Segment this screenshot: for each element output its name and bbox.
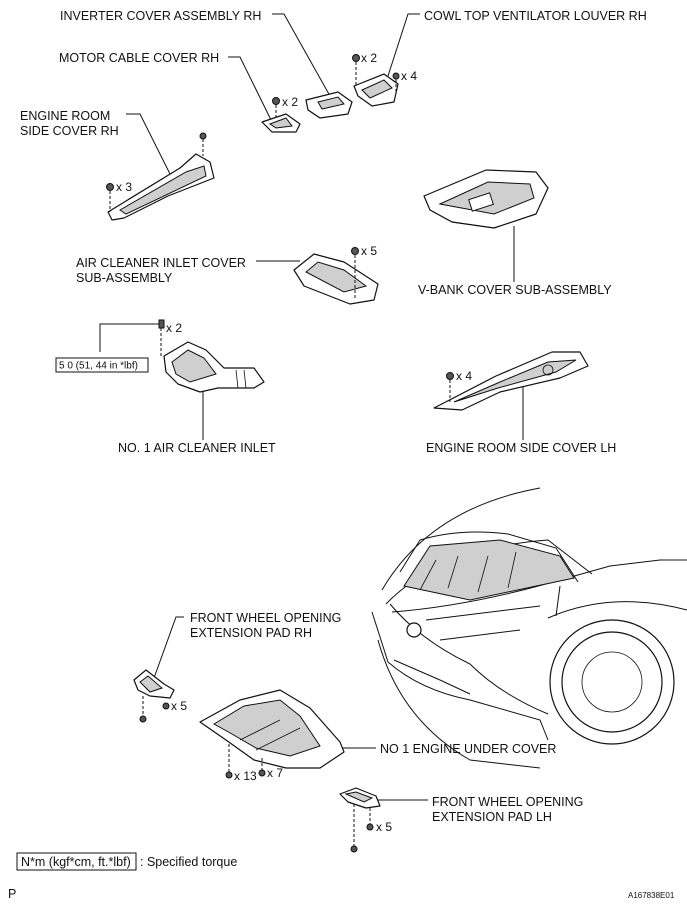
legend-text: : Specified torque bbox=[140, 855, 237, 869]
figure-code: A167838E01 bbox=[628, 891, 675, 900]
fwo-pad-lh-part bbox=[339, 787, 381, 853]
air-cleaner-inlet-part bbox=[158, 319, 265, 393]
count-inlet-cover: x 5 bbox=[361, 244, 377, 258]
label-engine-room-side-rh-line2: SIDE COVER RH bbox=[20, 124, 119, 138]
count-under-13: x 13 bbox=[234, 769, 257, 783]
count-cowl-clips: x 2 bbox=[361, 51, 377, 65]
engine-room-side-cover-rh-part bbox=[106, 132, 215, 221]
label-fwo-pad-rh-line2: EXTENSION PAD RH bbox=[190, 626, 312, 640]
label-motor-cable-cover: MOTOR CABLE COVER RH bbox=[59, 51, 219, 65]
label-fwo-pad-lh-line2: EXTENSION PAD LH bbox=[432, 810, 552, 824]
label-air-cleaner-inlet-cover-line1: AIR CLEANER INLET COVER bbox=[76, 256, 246, 270]
label-engine-room-side-rh-line1: ENGINE ROOM bbox=[20, 109, 110, 123]
legend-box bbox=[16, 852, 137, 871]
fwo-pad-rh-part bbox=[133, 669, 175, 723]
cowl-louver-part bbox=[352, 54, 400, 107]
torque-box bbox=[55, 357, 149, 373]
air-cleaner-inlet-cover-part bbox=[293, 247, 379, 305]
count-air-inlet: x 2 bbox=[166, 321, 182, 335]
count-pad-lh: x 5 bbox=[376, 820, 392, 834]
vbank-cover-part bbox=[423, 169, 549, 229]
legend-box-text: N*m (kgf*cm, ft.*lbf) bbox=[21, 855, 131, 869]
count-under-7: x 7 bbox=[267, 766, 283, 780]
label-air-cleaner-inlet-cover-line2: SUB-ASSEMBLY bbox=[76, 271, 173, 285]
motor-cable-cover-part bbox=[261, 97, 301, 133]
count-cowl-bolts: x 4 bbox=[401, 69, 417, 83]
label-engine-under-cover: NO 1 ENGINE UNDER COVER bbox=[380, 742, 556, 756]
label-engine-room-side-lh: ENGINE ROOM SIDE COVER LH bbox=[426, 441, 616, 455]
torque-value: 5 0 (51, 44 in *lbf) bbox=[59, 361, 138, 372]
engine-room-side-cover-lh-part bbox=[433, 351, 589, 411]
leader-lines bbox=[99, 13, 524, 801]
footer-left: P bbox=[8, 887, 16, 901]
engine-under-cover-part bbox=[199, 689, 345, 779]
count-motor-cable: x 2 bbox=[282, 95, 298, 109]
car-front-illustration bbox=[371, 487, 687, 769]
count-pad-rh: x 5 bbox=[171, 699, 187, 713]
inverter-cover-part bbox=[305, 91, 353, 119]
label-vbank-cover: V-BANK COVER SUB-ASSEMBLY bbox=[418, 283, 612, 297]
label-cowl-louver: COWL TOP VENTILATOR LOUVER RH bbox=[424, 9, 647, 23]
count-side-lh: x 4 bbox=[456, 369, 472, 383]
count-side-rh: x 3 bbox=[116, 180, 132, 194]
label-air-cleaner-inlet: NO. 1 AIR CLEANER INLET bbox=[118, 441, 276, 455]
label-fwo-pad-lh-line1: FRONT WHEEL OPENING bbox=[432, 795, 583, 809]
label-fwo-pad-rh-line1: FRONT WHEEL OPENING bbox=[190, 611, 341, 625]
label-inverter-cover: INVERTER COVER ASSEMBLY RH bbox=[60, 9, 261, 23]
